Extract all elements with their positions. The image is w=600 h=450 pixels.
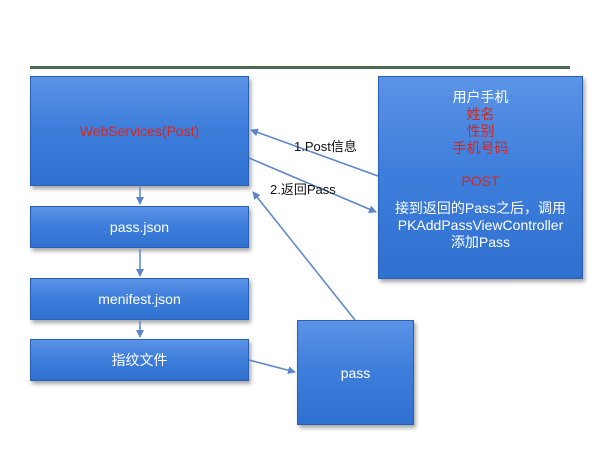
manifest-json-label: menifest.json: [98, 291, 181, 307]
pass-json-node: pass.json: [30, 206, 249, 248]
arrow-pass-to-ws: [252, 191, 356, 321]
phone-note-line1: 接到返回的Pass之后，调用: [394, 200, 567, 216]
pass-node: pass: [297, 320, 414, 425]
webservices-node: WebServices(Post): [30, 76, 249, 186]
fingerprint-file-label: 指纹文件: [111, 352, 168, 368]
edge-label-post-info: 1.Post信息: [294, 139, 357, 154]
header-rule: [30, 66, 570, 69]
phone-field-gender: 性别: [466, 123, 495, 139]
phone-field-number: 手机号码: [452, 140, 509, 156]
pass-label: pass: [340, 364, 371, 381]
phone-method: POST: [461, 173, 500, 189]
fingerprint-file-node: 指纹文件: [30, 339, 249, 381]
edge-label-return-pass: 2.返回Pass: [270, 182, 336, 197]
arrow-ws-return-to-phone: [248, 157, 377, 213]
user-phone-node: 用户手机 姓名 性别 手机号码 POST 接到返回的Pass之后，调用 PKAd…: [378, 76, 583, 279]
webservices-label: WebServices(Post): [79, 123, 200, 139]
arrow-fingerprint-to-pass: [248, 359, 296, 375]
pass-json-label: pass.json: [109, 219, 170, 235]
phone-note-line3: 添加Pass: [450, 234, 511, 250]
phone-note-line2: PKAddPassViewController: [397, 217, 564, 233]
phone-title: 用户手机: [452, 89, 509, 105]
arrow-phone-post-to-ws: [250, 128, 379, 177]
manifest-json-node: menifest.json: [30, 278, 249, 320]
phone-field-name: 姓名: [466, 106, 495, 122]
